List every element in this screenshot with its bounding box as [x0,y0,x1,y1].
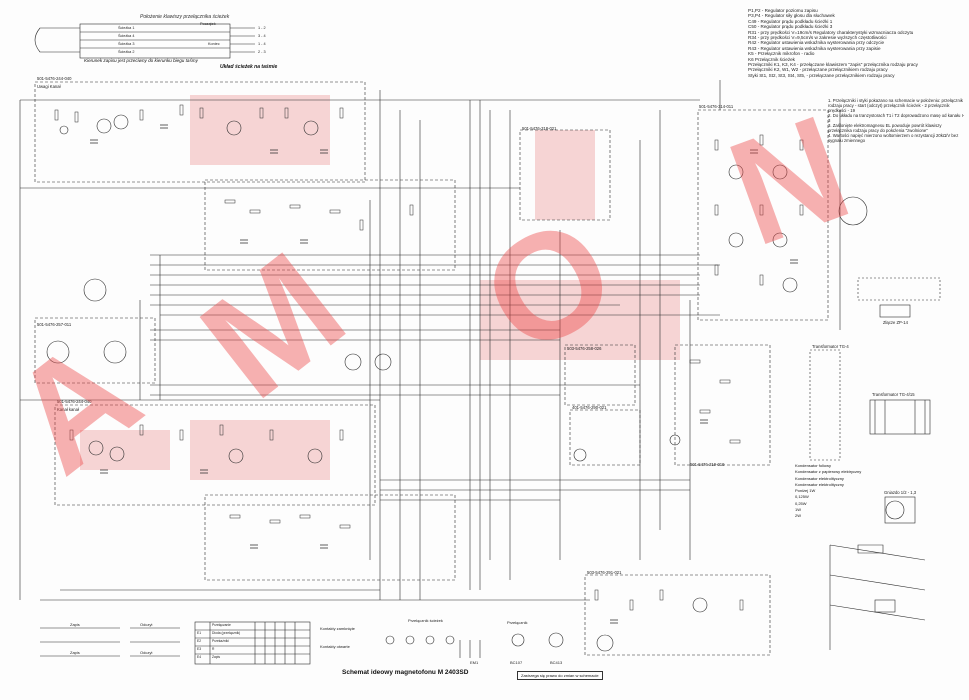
legend-line: C49 - Regulator prądu podkładu ścieżki 1 [748,18,833,24]
table-row-mode: Dioda (przełącznik) [212,631,241,635]
track-right-4: 2 - 3 [258,50,266,54]
block-label-bottom-right: 503-5476-291-021 [587,570,622,575]
block-label-amp-bottom: 501-5476-244-040 [57,399,92,404]
legend-line: R43 - Regulator ustawienia wskaźnika wys… [748,45,881,51]
comp-legend-item: Kondensator elektrolityczny [795,475,844,481]
note-item: 2. Do układu na tranzystorach T1 i T2 do… [828,113,965,123]
track-side-end: Koniec [208,42,220,46]
part-transformer-mid: Transformator TG-4/15 [872,392,915,397]
left-label-odczyt-2: Odczyt [140,650,153,655]
block-label-left: 501-5476-257-011 [37,322,72,327]
legend-line: Styki St1, St2, St3, St4, St5, - przełąc… [748,72,895,78]
legend-line: Przełączniki K2, W1, W2 - przełączane pr… [748,67,888,73]
table-row-mode: R [212,647,215,651]
block-label-generator: 503-5476-258-026 [567,346,602,351]
legend-line: P3,P4 - Regulator siły głosu dla słuchaw… [748,13,835,19]
component-legend-text: P1,P2 - Regulator poziomu zapisu P3,P4 -… [748,8,963,78]
part-switch: Złącze ZP-14 [883,320,908,325]
key-label-closed: Kontakty zamknięte [320,626,355,631]
comp-legend-item: Kondensator foliowy [795,463,832,468]
part-transformer-top: Transformator TG-4 [812,344,849,349]
table-row-code: E4 [197,655,202,659]
block-label-regulator: 401-5476-290-021 [572,405,607,410]
block-label-amp-bottom-sub: Kanał kanał [57,407,79,412]
table-row-mode: Zapis [212,655,221,659]
schematic-notes: 1. Przełączniki i styki pokazano na sche… [828,98,966,143]
legend-line: K6 Przełącznik ścieżek [748,56,795,62]
table-row-code: E2 [197,639,202,643]
table-row-code: E1 [197,631,202,635]
block-label-amp-top-sub: Uwagi Kanał [37,84,61,89]
block-label-amp-top: 501-5476-244-040 [37,76,72,81]
schematic-footer-note: Zastrzega się prawo do zmian w schemacie [517,671,603,680]
part-socket: Gniazdo 1/2 - 1,3 [884,490,917,495]
block-label-supply: 501-5476-319-019 [690,462,725,467]
track-row-4: Ścieżka 2 [118,50,135,54]
block-label-power-amp: 501-5476-314-011 [699,104,734,109]
block-label-mid: 501-5476-318-021 [522,126,557,131]
track-right-2: 3 - 4 [258,34,266,38]
track-switch-label: Przełącznik ścieżek [408,618,443,623]
tube-b-label: BC107 [510,660,523,665]
table-row-code: E3 [197,647,202,651]
comp-legend-item: Kondensator z papierowy elektryczny [795,469,862,475]
lamp-label: Przełącznik [507,620,528,625]
legend-line: P1,P2 - Regulator poziomu zapisu [748,8,818,13]
key-label-open: Kontakty otwarte [320,644,350,649]
legend-line: Przełączniki K1, K3, K4 - przełączane kl… [748,62,918,68]
left-label-odczyt: Odczyt [140,622,153,627]
comp-legend-item: 1W [795,507,801,513]
tube-a-label: EM1 [470,660,479,665]
track-row-2: Ścieżka 4 [118,34,135,38]
legend-line: K5 - Przełącznik mikrofon - radio [748,51,815,57]
comp-legend-item: Poniżej 1W [795,488,816,494]
table-header: Przełączanie [212,623,231,627]
track-right-1: 1 - 2 [258,26,266,30]
track-row-1: Ścieżka 1 [118,26,135,30]
note-item: 3. Zaślonięte elektromagnesu EL powoduje… [828,123,942,133]
comp-legend-item: Kondensator elektrolityczny [795,481,844,487]
tube-c-label: BC413 [550,660,563,665]
track-right-3: 1 - 4 [258,42,266,46]
schematic-title: Schemat ideowy magnetofonu M 2403SD [342,669,469,676]
track-direction-note: Kierunek zapisu jest przeciwny do kierun… [84,58,198,63]
track-row-3: Ścieżka 3 [118,42,135,46]
track-side-start: Początek [200,22,216,26]
track-caption: Układ ścieżek na taśmie [220,64,278,70]
component-symbol-legend: Kondensator foliowy Kondensator z papier… [795,463,861,520]
legend-line: R42 - Regulator ustawienia wskaźnika wys… [748,40,885,46]
legend-line: R31 - przy prędkości V=19cm/s Regulatory… [748,29,914,35]
legend-line: C50 - Regulator prądu podkładu ścieżki 3 [748,24,833,30]
comp-legend-item: 0,25W [795,500,807,506]
left-label-zapis: Zapis [70,622,80,627]
legend-line: R34 - przy prędkości V=9,5cm/s w zakresi… [748,35,887,41]
comp-legend-item: 2W [795,513,801,519]
track-diagram-title: Położenie klawiszy przełącznika ścieżek [140,14,230,20]
note-item: 1. Przełączniki i styki pokazano na sche… [828,98,963,113]
left-label-zapis-2: Zapis [70,650,80,655]
table-row-mode: Przekaźniki [212,639,229,643]
comp-legend-item: 0,125W [795,494,809,500]
note-item: 4. Wartości napięć mierzono woltomierzem… [828,133,959,143]
